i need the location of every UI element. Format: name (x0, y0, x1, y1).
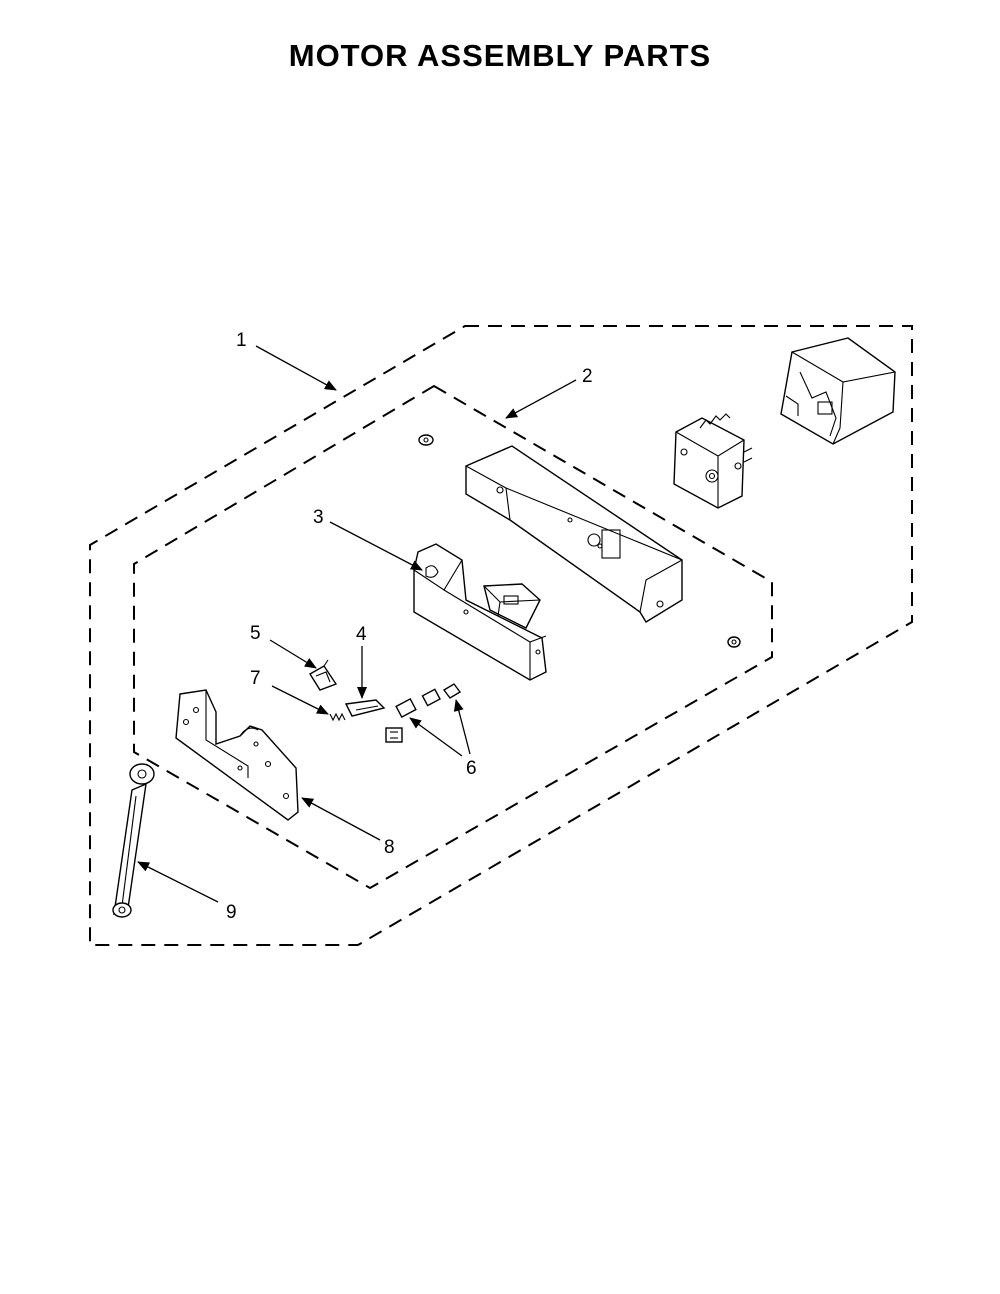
gear-motor-part (673, 413, 753, 509)
leader-7 (271, 685, 329, 715)
switch-bracket-part (413, 543, 547, 681)
leader-6a (409, 717, 463, 757)
motor-housing-part (780, 337, 896, 445)
mounting-bracket-part (465, 445, 683, 623)
callout-9: 9 (226, 902, 237, 923)
callout-8: 8 (384, 837, 395, 858)
leader-8 (301, 797, 381, 841)
callout-6: 6 (466, 758, 477, 779)
inner-assembly-boundary (133, 384, 773, 890)
callout-5: 5 (250, 623, 261, 644)
callout-3: 3 (313, 507, 324, 528)
nut-top-part (418, 434, 434, 446)
leader-2 (505, 379, 577, 419)
callout-2: 2 (582, 366, 593, 387)
leader-1 (255, 345, 337, 391)
leader-9 (137, 861, 219, 903)
spring-part (329, 712, 346, 722)
mounting-plate-part (175, 689, 299, 821)
page-title: MOTOR ASSEMBLY PARTS (288, 38, 712, 73)
leader-3 (329, 521, 423, 571)
callout-1: 1 (236, 330, 247, 351)
outer-assembly-boundary (89, 325, 913, 946)
callout-4: 4 (356, 624, 367, 645)
nut-right-part (727, 636, 741, 648)
clip-part (309, 659, 338, 691)
callout-7: 7 (250, 668, 261, 689)
leader-6b (453, 699, 471, 755)
link-arm-part (112, 763, 155, 918)
connector-parts (385, 683, 462, 743)
leader-5 (269, 639, 317, 669)
actuator-pin-part (344, 699, 386, 717)
